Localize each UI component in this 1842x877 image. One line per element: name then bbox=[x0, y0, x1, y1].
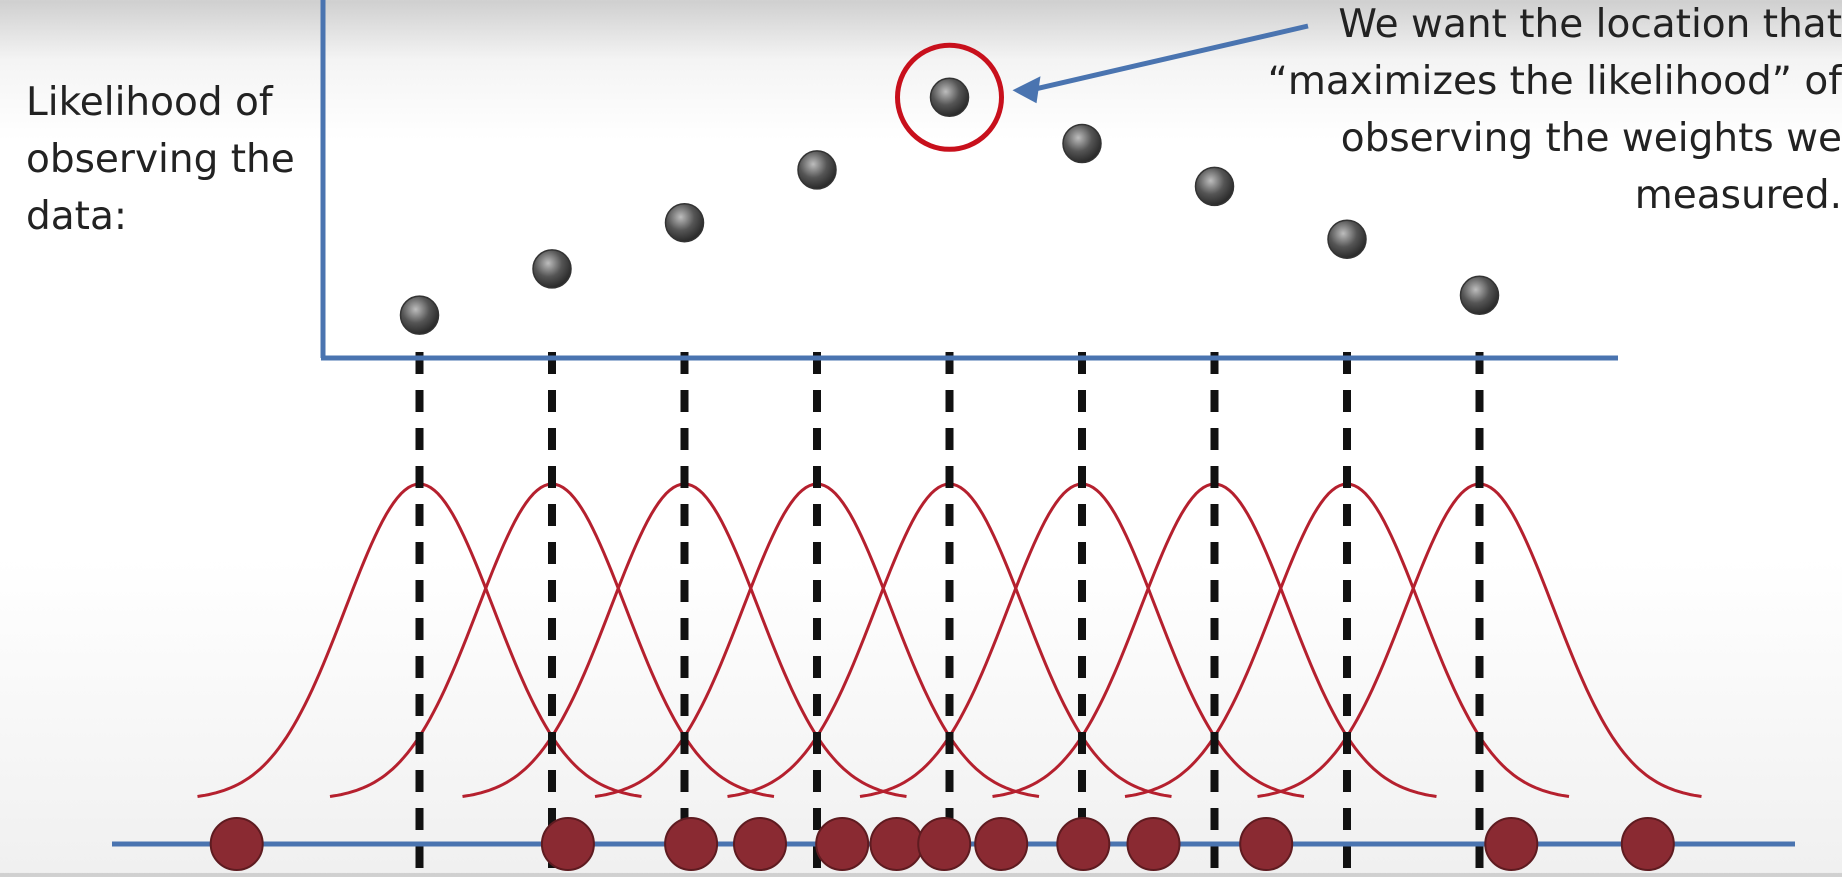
measured-weight-dot-8 bbox=[974, 817, 1029, 871]
measured-weight-dot-13 bbox=[1620, 817, 1675, 871]
likelihood-point-5 bbox=[929, 77, 970, 118]
likelihood-point-1 bbox=[399, 295, 440, 335]
measured-weight-dot-5 bbox=[815, 817, 870, 871]
callout-arrow-line bbox=[1028, 23, 1309, 93]
likelihood-point-8 bbox=[1327, 219, 1367, 259]
likelihood-point-4 bbox=[797, 150, 837, 190]
dashed-guides bbox=[415, 352, 1484, 873]
measured-weight-dot-11 bbox=[1239, 817, 1294, 871]
measured-weights bbox=[209, 817, 1675, 871]
callout-arrow-head bbox=[1012, 76, 1041, 104]
measured-weight-dot-1 bbox=[209, 817, 264, 871]
y-axis-label: Likelihood of observing the data: bbox=[26, 80, 295, 239]
measured-weight-dot-12 bbox=[1484, 817, 1539, 871]
measured-weight-dot-3 bbox=[664, 817, 719, 871]
callout-text: We want the location that “maximizes the… bbox=[1267, 2, 1842, 218]
max-highlight-circle bbox=[895, 42, 1004, 152]
measured-weight-dot-9 bbox=[1056, 817, 1111, 871]
likelihood-point-6 bbox=[1062, 123, 1102, 164]
max-likelihood-highlight bbox=[895, 23, 1309, 152]
likelihood-point-7 bbox=[1194, 166, 1235, 207]
measured-weight-dot-7 bbox=[917, 817, 972, 871]
measured-weight-dot-10 bbox=[1126, 817, 1181, 871]
likelihood-points bbox=[399, 77, 1500, 335]
likelihood-point-3 bbox=[664, 202, 705, 243]
likelihood-point-9 bbox=[1459, 275, 1500, 316]
measured-weight-dot-4 bbox=[733, 817, 787, 871]
likelihood-point-2 bbox=[532, 249, 572, 289]
measured-weight-dot-2 bbox=[540, 817, 595, 871]
measured-weight-dot-6 bbox=[869, 817, 924, 871]
